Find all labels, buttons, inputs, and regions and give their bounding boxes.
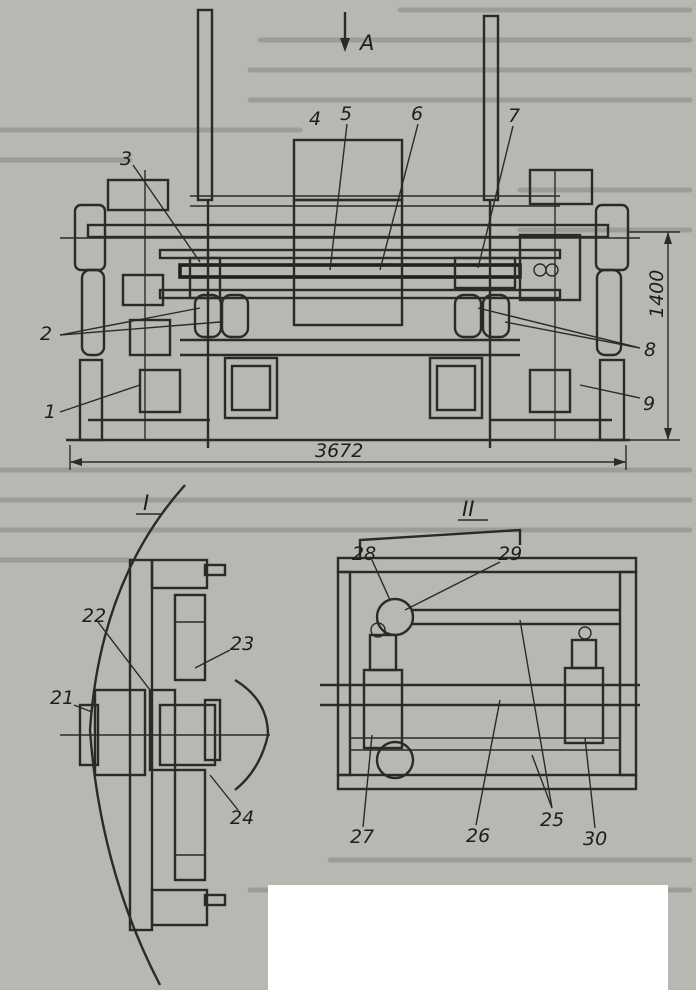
- part-2: 2: [40, 323, 52, 345]
- part-1: 1: [44, 401, 56, 423]
- arrow-label: A: [358, 31, 374, 55]
- part-26: 26: [466, 825, 490, 847]
- part-24: 24: [230, 807, 254, 829]
- dimension-height: 1400: [646, 270, 668, 318]
- section-I-view: [60, 484, 270, 986]
- part-25: 25: [540, 809, 564, 831]
- part-6: 6: [411, 103, 423, 125]
- part-22: 22: [82, 605, 106, 627]
- part-9: 9: [643, 393, 655, 415]
- part-28: 28: [352, 543, 376, 565]
- label-group: A 1 2 3 4 5 6 7 8 9 3672 1400 I II 21 22…: [40, 31, 668, 850]
- part-29: 29: [498, 543, 522, 565]
- view-label-II: II: [462, 497, 474, 521]
- part-27: 27: [350, 826, 374, 848]
- dimension-width: 3672: [315, 440, 363, 462]
- section-II-view: [320, 528, 640, 829]
- part-21: 21: [50, 687, 74, 709]
- part-23: 23: [230, 633, 254, 655]
- part-7: 7: [508, 105, 520, 127]
- view-label-I: I: [143, 491, 149, 515]
- part-8: 8: [644, 339, 656, 361]
- assembly-top-view: [59, 8, 680, 470]
- part-3: 3: [120, 148, 132, 170]
- part-5: 5: [340, 103, 352, 125]
- part-30: 30: [583, 828, 607, 850]
- blank-area: [268, 885, 668, 990]
- part-4: 4: [309, 108, 321, 130]
